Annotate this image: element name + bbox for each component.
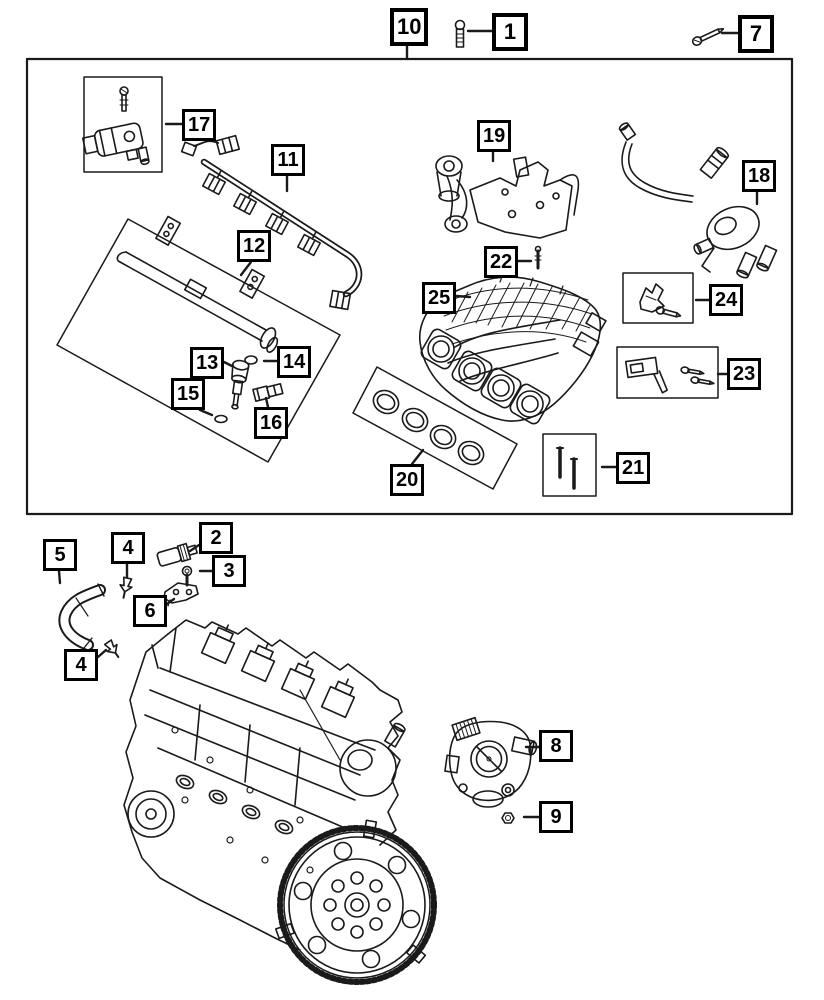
callout-12[interactable]: 12 bbox=[237, 230, 272, 262]
gasket-set-illustration bbox=[352, 366, 518, 490]
callout-10[interactable]: 10 bbox=[390, 8, 429, 46]
intake-manifold-illustration bbox=[419, 273, 607, 425]
callout-4-upper[interactable]: 4 bbox=[111, 532, 145, 564]
callout-20[interactable]: 20 bbox=[390, 464, 425, 496]
engine-assembly-illustration bbox=[123, 619, 437, 985]
injector-harness-illustration bbox=[180, 134, 363, 311]
callout-17[interactable]: 17 bbox=[182, 109, 217, 141]
callout-23[interactable]: 23 bbox=[727, 358, 762, 390]
clip-lower-illustration bbox=[103, 639, 120, 659]
small-bracket-illustration bbox=[163, 582, 199, 607]
callout-1[interactable]: 1 bbox=[492, 13, 528, 51]
callout-4-lower[interactable]: 4 bbox=[64, 649, 98, 681]
callout-21[interactable]: 21 bbox=[616, 452, 651, 484]
callout-9[interactable]: 9 bbox=[539, 801, 573, 833]
o-ring-lower-illustration bbox=[214, 414, 228, 424]
small-bolt-illustration bbox=[181, 565, 193, 587]
clip-screw-box-illustration bbox=[622, 272, 694, 324]
callout-5[interactable]: 5 bbox=[43, 539, 77, 571]
small-sensor-illustration bbox=[156, 542, 198, 567]
callout-15[interactable]: 15 bbox=[171, 378, 206, 410]
bolt-icon bbox=[454, 19, 466, 48]
fuel-rail-group-illustration bbox=[56, 215, 341, 463]
o-ring-upper-illustration bbox=[244, 355, 258, 365]
nut-icon bbox=[501, 812, 515, 824]
callout-6[interactable]: 6 bbox=[133, 595, 167, 627]
screw-icon bbox=[691, 28, 725, 46]
bracket-assembly-illustration bbox=[435, 155, 580, 239]
callout-14[interactable]: 14 bbox=[277, 346, 312, 378]
pin-set-illustration bbox=[542, 433, 597, 497]
callout-16[interactable]: 16 bbox=[254, 407, 289, 439]
fuel-injector-illustration bbox=[231, 359, 250, 410]
callout-2[interactable]: 2 bbox=[199, 522, 233, 554]
map-sensor-illustration bbox=[81, 76, 163, 173]
diagram-frame bbox=[25, 57, 794, 516]
flywheel-illustration bbox=[274, 819, 437, 985]
callout-8[interactable]: 8 bbox=[539, 730, 573, 762]
callout-18[interactable]: 18 bbox=[742, 160, 777, 192]
hose-illustration bbox=[58, 583, 106, 651]
callout-22[interactable]: 22 bbox=[484, 246, 519, 278]
throttle-body-illustration bbox=[444, 716, 538, 808]
callout-24[interactable]: 24 bbox=[709, 284, 744, 316]
bracket-screws-box-illustration bbox=[616, 346, 719, 399]
callout-11[interactable]: 11 bbox=[271, 144, 305, 176]
callout-3[interactable]: 3 bbox=[212, 555, 246, 587]
callout-25[interactable]: 25 bbox=[422, 282, 457, 314]
callout-19[interactable]: 19 bbox=[477, 120, 512, 152]
fuel-pump-illustration bbox=[618, 122, 778, 279]
rail-sensor-illustration bbox=[252, 382, 284, 403]
callout-13[interactable]: 13 bbox=[190, 347, 225, 379]
callout-7[interactable]: 7 bbox=[738, 15, 774, 53]
stud-icon bbox=[534, 245, 542, 270]
clip-upper-illustration bbox=[119, 576, 133, 599]
